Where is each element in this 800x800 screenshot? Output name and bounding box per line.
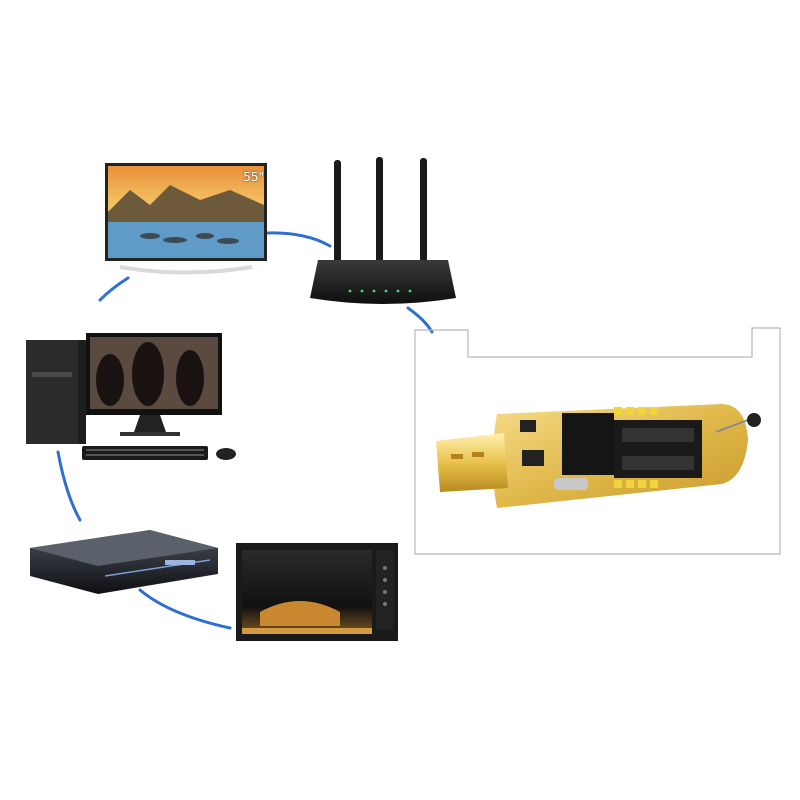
dvd-player-icon: [30, 530, 218, 594]
dvd-microwave-line: [138, 588, 232, 630]
router-programmer-line: [406, 306, 434, 334]
usb-programmer-icon: [436, 404, 761, 508]
tv-size-label: 55": [243, 170, 264, 184]
connection-lines: [56, 231, 434, 630]
desktop-computer-icon: [26, 333, 236, 460]
tv-router-line: [266, 231, 332, 248]
router-icon: [310, 157, 456, 304]
tv-desktop-line: [98, 276, 130, 302]
tv-icon: [105, 163, 267, 275]
desktop-dvd-line: [56, 450, 82, 522]
programmer-frame: [414, 327, 781, 555]
microwave-icon: [236, 543, 398, 641]
